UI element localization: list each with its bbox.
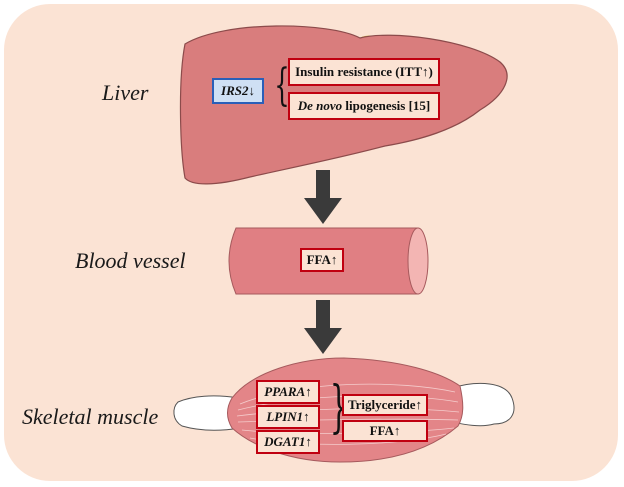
lipogenesis-rest: lipogenesis [15]: [342, 98, 431, 113]
arrow-down-1-head: [304, 198, 342, 224]
gene-name-ppara: PPARA: [264, 384, 306, 399]
liver-label: Liver: [102, 80, 149, 105]
skeletal-muscle-label: Skeletal muscle: [22, 404, 159, 429]
gene-arrow-dgat1: ↑: [305, 434, 312, 449]
gene-arrow-ppara: ↑: [305, 384, 312, 399]
gene-box-dgat1: DGAT1↑: [256, 430, 320, 454]
gene-box-lpin1: LPIN1↑: [256, 405, 320, 429]
blood-vessel-end: [407, 227, 429, 295]
tendon-right: [451, 382, 515, 427]
lipogenesis-italic: De novo: [297, 98, 343, 113]
liver-brace: {: [274, 60, 290, 111]
irs2-arrow: ↓: [248, 83, 255, 98]
irs2-gene: IRS2: [221, 83, 249, 98]
lipogenesis-box: De novo lipogenesis [15]: [288, 92, 440, 120]
gene-name-dgat1: DGAT1: [264, 434, 306, 449]
arrow-down-1-shaft: [316, 170, 330, 200]
arrow-down-2-shaft: [316, 300, 330, 330]
triglyceride-box: Triglyceride↑: [342, 394, 428, 416]
arrow-down-2-head: [304, 328, 342, 354]
insulin-resistance-box: Insulin resistance (ITT↑): [288, 58, 440, 86]
blood-ffa-box: FFA↑: [300, 248, 344, 272]
blood-vessel-label: Blood vessel: [75, 248, 186, 273]
irs2-box: IRS2↓: [212, 78, 264, 104]
gene-arrow-lpin1: ↑: [303, 409, 310, 424]
gene-name-lpin1: LPIN1: [266, 409, 304, 424]
gene-box-ppara: PPARA↑: [256, 380, 320, 404]
tendon-left: [173, 395, 241, 431]
muscle-ffa-box: FFA↑: [342, 420, 428, 442]
